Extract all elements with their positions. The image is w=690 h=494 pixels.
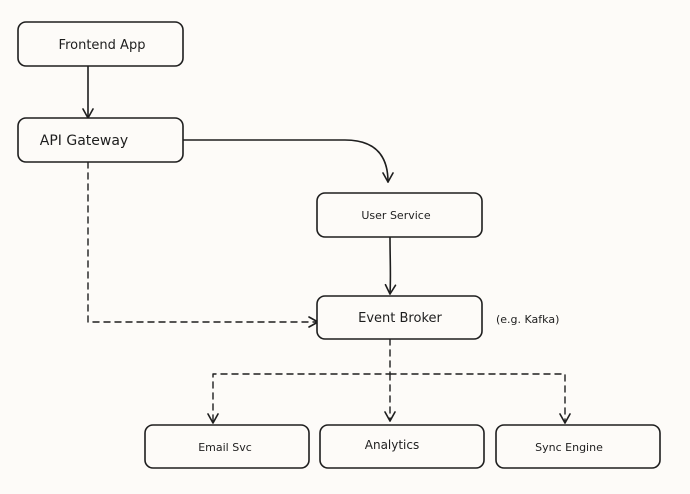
node-frontend-app: Frontend App <box>17 21 184 67</box>
edge-event-broker-to-email <box>207 338 391 424</box>
edge-gateway-to-event-broker <box>87 161 319 328</box>
node-label-analytics: Analytics <box>365 438 420 452</box>
node-api-gateway: API Gateway <box>17 117 184 163</box>
edge-event-broker-to-sync <box>389 373 571 424</box>
node-label-frontend-app: Frontend App <box>59 38 146 53</box>
edge-gateway-to-user-service <box>182 139 394 183</box>
node-event-broker: Event Broker <box>316 295 483 340</box>
node-label-user-service: User Service <box>361 209 430 222</box>
node-label-sync-engine: Sync Engine <box>535 441 603 454</box>
node-user-service: User Service <box>316 192 483 238</box>
node-label-email-svc: Email Svc <box>198 441 252 454</box>
annotation-broker-note: (e.g. Kafka) <box>496 313 559 326</box>
node-label-event-broker: Event Broker <box>358 311 442 326</box>
node-label-api-gateway: API Gateway <box>40 133 128 149</box>
node-analytics: Analytics <box>319 424 485 469</box>
node-email-svc: Email Svc <box>144 424 310 469</box>
node-sync-engine: Sync Engine <box>495 424 661 469</box>
